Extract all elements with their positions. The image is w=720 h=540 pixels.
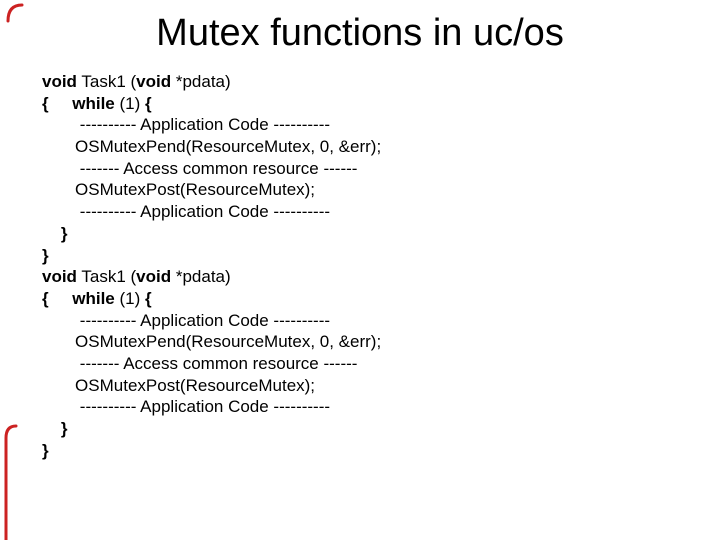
code-line: }: [42, 223, 381, 245]
code-keyword: while: [72, 288, 115, 308]
code-text: Task1 (: [76, 267, 137, 287]
slide-title: Mutex functions in uc/os: [156, 12, 564, 54]
red-edge-arc-path: [4, 424, 18, 540]
code-keyword: void: [136, 72, 172, 91]
code-text: Task1 (: [76, 72, 137, 91]
code-text: OSMutexPost(ResourceMutex);: [42, 375, 316, 395]
code-text: (1): [114, 93, 145, 113]
code-keyword: {: [145, 288, 152, 308]
code-text: ------- Access common resource ------: [42, 158, 358, 178]
code-text: (1): [114, 288, 145, 308]
code-text: [42, 224, 61, 243]
code-text: [49, 94, 73, 113]
code-keyword: {: [145, 93, 152, 113]
code-text: *pdata): [171, 72, 231, 91]
code-line: { while (1) {: [42, 288, 381, 310]
code-text: OSMutexPost(ResourceMutex);: [42, 180, 316, 200]
code-text: ---------- Application Code ----------: [42, 202, 331, 222]
code-text: [49, 289, 73, 308]
code-line: OSMutexPost(ResourceMutex);: [42, 179, 381, 201]
code-line: ---------- Application Code ----------: [42, 201, 381, 223]
code-keyword: void: [42, 267, 77, 287]
code-block-container: void Task1 (void *pdata){ while (1) { --…: [42, 71, 381, 461]
code-text: ---------- Application Code ----------: [42, 310, 331, 330]
code-line: void Task1 (void *pdata): [42, 266, 381, 288]
code-line: void Task1 (void *pdata): [42, 71, 381, 93]
code-line: OSMutexPend(ResourceMutex, 0, &err);: [42, 136, 381, 158]
code-line: ------- Access common resource ------: [42, 353, 381, 375]
code-keyword: }: [60, 223, 68, 243]
code-line: }: [42, 440, 381, 462]
code-line: OSMutexPend(ResourceMutex, 0, &err);: [42, 331, 381, 353]
code-keyword: {: [42, 288, 49, 308]
code-keyword: while: [72, 93, 115, 113]
code-line: ---------- Application Code ----------: [42, 310, 381, 332]
code-line: ------- Access common resource ------: [42, 158, 381, 180]
code-keyword: void: [136, 267, 172, 287]
code-keyword: }: [42, 440, 49, 460]
code-text: *pdata): [171, 267, 231, 287]
code-line: ---------- Application Code ----------: [42, 114, 381, 136]
code-line: OSMutexPost(ResourceMutex);: [42, 375, 381, 397]
code-line: }: [42, 245, 381, 267]
code-text: OSMutexPend(ResourceMutex, 0, &err);: [42, 332, 382, 352]
code-text: ------- Access common resource ------: [42, 353, 358, 373]
red-edge-arc-icon: [4, 424, 18, 540]
code-line: }: [42, 418, 381, 440]
code-text: ---------- Application Code ----------: [42, 397, 331, 417]
code-text: [42, 419, 61, 438]
code-text: ---------- Application Code ----------: [42, 115, 331, 135]
code-line: ---------- Application Code ----------: [42, 396, 381, 418]
code-line: { while (1) {: [42, 93, 381, 115]
code-keyword: }: [60, 419, 68, 438]
code-keyword: }: [42, 245, 49, 265]
code-keyword: {: [42, 93, 49, 113]
code-text: OSMutexPend(ResourceMutex, 0, &err);: [42, 137, 382, 157]
code-keyword: void: [42, 72, 77, 91]
